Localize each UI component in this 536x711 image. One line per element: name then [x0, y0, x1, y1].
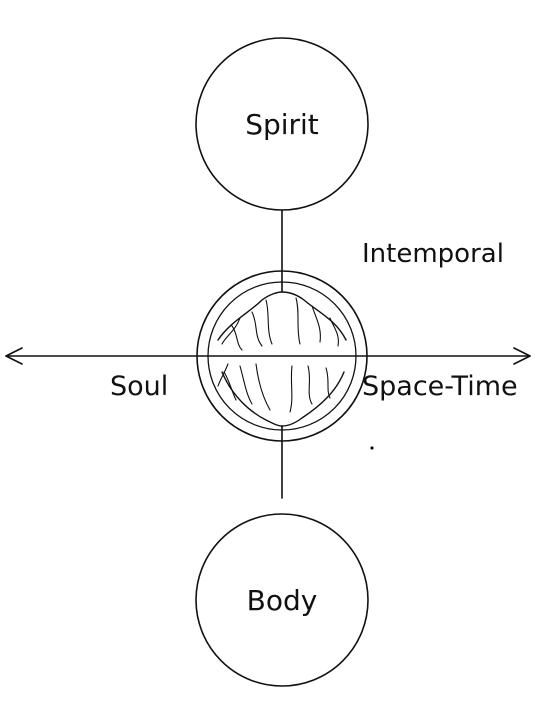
soul-upper-texture [218, 292, 346, 350]
space-time-label: Space-Time [362, 371, 518, 402]
spirit-label: Spirit [245, 108, 319, 141]
ink-dot [370, 446, 373, 449]
intemporal-label: Intemporal [362, 239, 504, 269]
soul-label: Soul [110, 371, 168, 402]
body-label: Body [247, 584, 318, 617]
